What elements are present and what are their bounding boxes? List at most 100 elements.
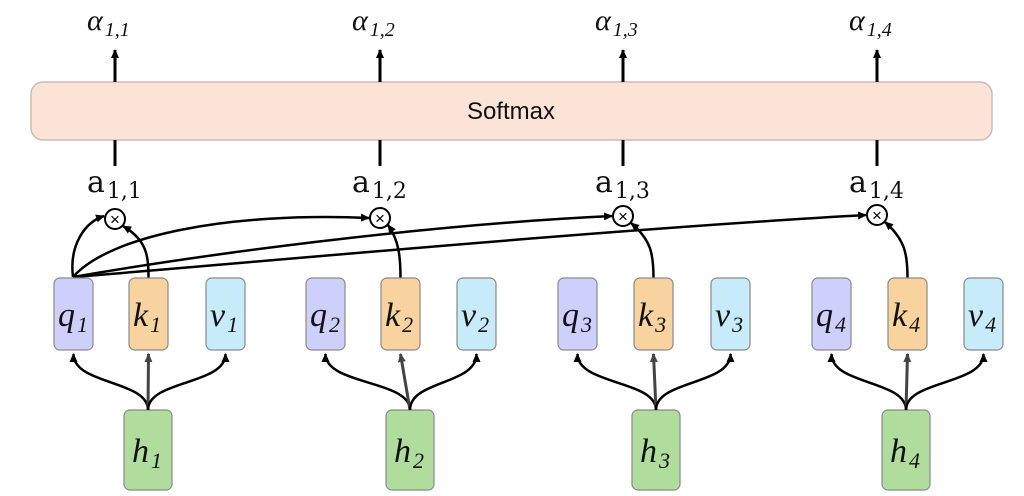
key-box-label-symbol: k bbox=[892, 297, 908, 334]
query-box bbox=[811, 277, 852, 351]
hidden-state-label-symbol: h bbox=[890, 433, 907, 470]
query-box bbox=[557, 277, 598, 351]
output-weight-label-subscript: 1,4 bbox=[867, 19, 892, 41]
hidden-state-label-subscript: 4 bbox=[909, 448, 920, 473]
h-to-query-arrow bbox=[321, 353, 412, 411]
value-box-label-subscript: 3 bbox=[731, 312, 743, 337]
key-to-score-arrow-1 bbox=[122, 224, 150, 279]
hidden-state-label-symbol: h bbox=[394, 433, 411, 470]
value-box-label-subscript: 4 bbox=[985, 312, 996, 337]
key-box-label-symbol: k bbox=[385, 297, 401, 334]
key-box-label-subscript: 3 bbox=[654, 312, 666, 337]
softmax-layer: Softmax bbox=[30, 81, 993, 141]
h-to-value-arrow bbox=[904, 353, 988, 411]
attention-score-label-symbol: a bbox=[87, 165, 105, 200]
key-box-label-symbol: k bbox=[638, 297, 654, 334]
h-to-query-arrow bbox=[827, 353, 908, 411]
value-box-label: v3 bbox=[715, 297, 743, 337]
query-to-score-arrow-3 bbox=[72, 212, 613, 279]
query-box-label-subscript: 1 bbox=[77, 312, 88, 337]
query-to-score-arrow-4 bbox=[72, 211, 867, 279]
value-box bbox=[710, 277, 751, 351]
attention-score-label-subscript: 1,1 bbox=[107, 179, 142, 204]
query-box-label: q3 bbox=[562, 297, 592, 337]
attention-score-label-subscript: 1,4 bbox=[869, 179, 904, 204]
attention-score-label-symbol: a bbox=[352, 165, 370, 200]
query-box bbox=[305, 277, 346, 351]
attention-score-label: a1,4 bbox=[849, 165, 904, 204]
multiply-glyph: × bbox=[110, 210, 120, 229]
value-box bbox=[963, 277, 1004, 351]
output-weight-label-subscript: 1,1 bbox=[105, 19, 130, 41]
hidden-state-label: h1 bbox=[132, 433, 162, 473]
key-box-label: k3 bbox=[638, 297, 666, 337]
query-box-label: q1 bbox=[58, 297, 88, 337]
hidden-state-label-symbol: h bbox=[640, 433, 657, 470]
key-box-label-subscript: 2 bbox=[402, 312, 413, 337]
value-box-label: v2 bbox=[461, 297, 489, 337]
key-to-score-arrow-2 bbox=[386, 224, 402, 279]
multiply-icon bbox=[369, 207, 391, 229]
value-box bbox=[205, 277, 246, 351]
query-box-label-symbol: q bbox=[562, 297, 579, 334]
key-box-label: k2 bbox=[385, 297, 413, 337]
output-weight-label-symbol: α bbox=[352, 4, 369, 37]
query-box-label: q2 bbox=[310, 297, 340, 337]
hidden-state-label-subscript: 1 bbox=[151, 448, 162, 473]
multiply-glyph: × bbox=[375, 209, 385, 228]
key-box-label-subscript: 1 bbox=[150, 312, 161, 337]
value-box-label-subscript: 2 bbox=[478, 312, 489, 337]
h-to-value-arrow bbox=[654, 353, 735, 411]
hidden-state-label-symbol: h bbox=[132, 433, 149, 470]
key-box bbox=[887, 277, 928, 351]
key-to-score-arrow-4 bbox=[884, 221, 909, 279]
query-box-label-subscript: 3 bbox=[580, 312, 592, 337]
query-box-label-symbol: q bbox=[310, 297, 327, 334]
value-box-label-symbol: v bbox=[461, 297, 477, 334]
softmax-label: Softmax bbox=[467, 98, 555, 125]
query-box-label-subscript: 4 bbox=[835, 312, 846, 337]
multiply-glyph: × bbox=[618, 207, 628, 226]
key-box bbox=[633, 277, 674, 351]
multiply-icon bbox=[104, 208, 126, 230]
h-to-key-arrow bbox=[649, 353, 658, 411]
key-box-label: k4 bbox=[892, 297, 920, 337]
hidden-state-label: h2 bbox=[394, 433, 424, 473]
output-weight-label-symbol: α bbox=[595, 4, 612, 37]
attention-score-label-subscript: 1,2 bbox=[372, 179, 407, 204]
h-to-value-arrow bbox=[408, 353, 481, 411]
query-box-label: q4 bbox=[816, 297, 846, 337]
output-weight-label-symbol: α bbox=[87, 4, 104, 37]
output-weight-label-subscript: 1,2 bbox=[370, 19, 395, 41]
hidden-state-label: h3 bbox=[640, 433, 670, 473]
key-to-score-arrow-3 bbox=[630, 222, 655, 279]
hidden-state-label-subscript: 3 bbox=[658, 448, 670, 473]
query-to-score-arrow-1 bbox=[71, 214, 105, 278]
multiply-icon bbox=[866, 204, 888, 226]
attention-score-label: a1,3 bbox=[595, 165, 650, 204]
key-box-label: k1 bbox=[133, 297, 161, 337]
h-to-query-arrow bbox=[573, 353, 658, 411]
query-box-label-symbol: q bbox=[816, 297, 833, 334]
h-to-key-arrow bbox=[903, 353, 912, 411]
h-to-key-arrow bbox=[144, 353, 153, 411]
query-to-score-arrow-2 bbox=[72, 213, 370, 278]
query-box-label-subscript: 2 bbox=[329, 312, 340, 337]
query-box-label-symbol: q bbox=[58, 297, 75, 334]
key-box bbox=[128, 277, 169, 351]
key-box-label-subscript: 4 bbox=[909, 312, 920, 337]
value-box-label-symbol: v bbox=[210, 297, 226, 334]
